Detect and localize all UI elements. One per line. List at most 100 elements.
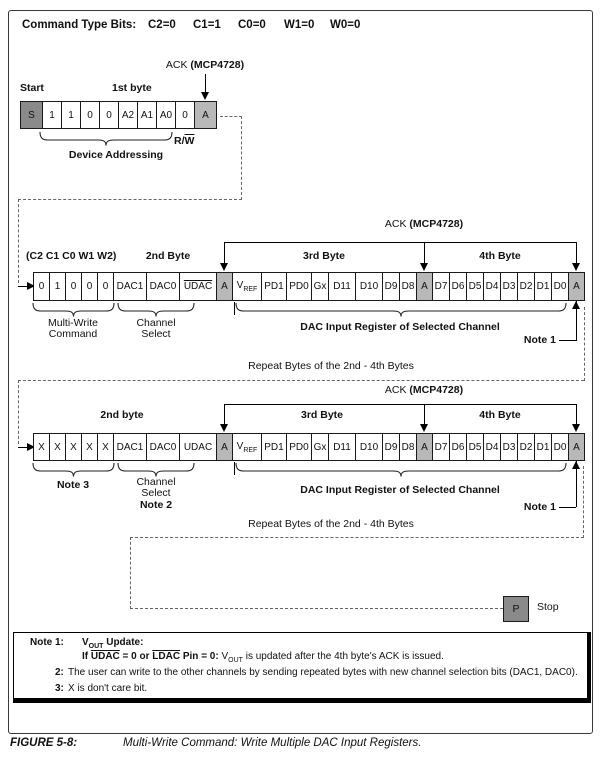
note1-title: VOUT Update: [82,637,143,651]
brace-tick-2 [234,302,235,315]
ack-text: ACK [384,384,407,396]
bit-cell-d5: D5 [466,272,484,301]
note2-number: 2: [55,667,64,678]
dashed-connector-1c [18,199,242,200]
note1-title-text: Update: [103,637,144,648]
command-type-bits-label: Command Type Bits: [22,19,137,31]
bit-cell-udac: UDAC [179,433,217,461]
ack-label-2: ACK (MCP4728) [384,218,463,231]
ack-text: ACK [384,218,407,230]
bit-cell-a: A [216,433,233,461]
vout-sub: OUT [88,643,104,650]
brace-tick-3 [234,462,235,475]
vout-v: V [221,651,229,662]
first-byte-label: 1st byte [112,82,152,94]
dashed-connector-3a [583,466,584,538]
bit-cell-d10: D10 [355,433,383,461]
bit-cell-d0: D0 [551,272,569,301]
vout-sub: OUT [228,657,243,664]
bit-cell-a0: A0 [156,101,176,129]
bit-cell-d0: D0 [551,433,569,461]
note1-ref-label-3: Note 1 [523,501,556,513]
bit-cell-a2: A2 [118,101,138,129]
bit-cell-x: X [65,433,82,461]
bit-cell-gx: Gx [311,433,329,461]
ack-arrow-line-1 [205,74,206,93]
bit-c1: C1=1 [193,19,221,31]
bit-cell-a: A [416,272,433,301]
note1-or: = 0 or [119,651,153,662]
bit-cell-1: 1 [61,101,81,129]
cmd-bits-hint-label: (C2 C1 C0 W1 W2) [26,250,117,262]
dashed-connector-1b [241,116,242,200]
ack-label-3: ACK (MCP4728) [384,384,464,397]
note2-text: The user can write to the other channels… [68,667,578,678]
channel-label-3: Channel [136,476,176,488]
bit-cell-a: A [568,272,585,301]
bit-cell-vref: VREF [232,433,262,461]
bit-cell-d7: D7 [432,433,450,461]
start-label: Start [20,82,44,94]
channel-select-brace-2 [117,302,195,317]
stop-label: Stop [537,601,559,613]
bit-cell-x: X [81,433,98,461]
bit-cell-d8: D8 [399,272,417,301]
ack-drop-2c [576,242,577,264]
bit-cell-d7: D7 [432,272,450,301]
note1-if: If [82,651,91,662]
note3-number: 3: [55,683,64,694]
note-box [13,632,591,703]
note1-line-2b [576,301,577,341]
ack-label-1: ACK (MCP4728) [165,59,244,72]
ack-bracket-line-3 [224,404,577,405]
dashed-connector-1a [220,116,242,117]
note1-line-2a [559,340,576,341]
bit-cell-gx: Gx [311,272,329,301]
multi-write-label-line1: Multi-Write [48,317,98,329]
ack-text: ACK [165,59,188,71]
bit-cell-d10: D10 [355,272,383,301]
note1-arrow-3 [572,461,580,469]
bit-cell-0: 0 [80,101,100,129]
rw-label: R/W [174,135,194,148]
bit-w0: W0=0 [330,19,361,31]
bit-cell-0: 0 [175,101,195,129]
channel-label-2: Channel [136,317,176,329]
bit-cell-pd1: PD1 [261,433,287,461]
bit-cell-s: S [20,101,43,129]
bit-cell-dac1: DAC1 [113,272,147,301]
bit-cell-pd1: PD1 [261,272,287,301]
dashed-connector-3c [130,537,131,609]
bit-cell-x: X [97,433,114,461]
ack-drop-2b [424,242,425,264]
dashed-connector-2a [584,307,585,381]
dashed-connector-1d [18,199,19,283]
dashed-connector-3d [130,608,503,609]
ack-arrow-head-3c [572,424,580,432]
ack-arrow-head-2c [572,263,580,271]
bit-cell-d6: D6 [449,433,467,461]
dac-register-brace-3 [235,462,567,477]
fourth-byte-label-3: 4th Byte [479,409,521,421]
bit-cell-a: A [568,433,585,461]
bit-cell-d3: D3 [500,433,518,461]
ack-arrow-head-2a [220,263,228,271]
second-byte-label: 2nd Byte [145,250,191,262]
note1-rest-text: is updated after the 4th byte's ACK is i… [242,651,444,662]
stop-bit-text: P [512,603,520,615]
select-label-3: Select [141,487,171,499]
udac-bar-text: UDAC [90,651,120,662]
bit-cell-x: X [49,433,66,461]
row2-entry-arrow [27,282,35,290]
ack-arrow-head-1 [201,92,209,100]
bit-cell-d4: D4 [483,272,501,301]
third-byte-label: 3rd Byte [302,250,346,262]
third-byte-label-3: 3rd Byte [300,409,344,421]
bit-cell-0: 0 [33,272,50,301]
device-addressing-label: Device Addressing [68,149,164,161]
ack-device-text: (MCP4728) [409,384,464,396]
figure-border [8,10,593,734]
